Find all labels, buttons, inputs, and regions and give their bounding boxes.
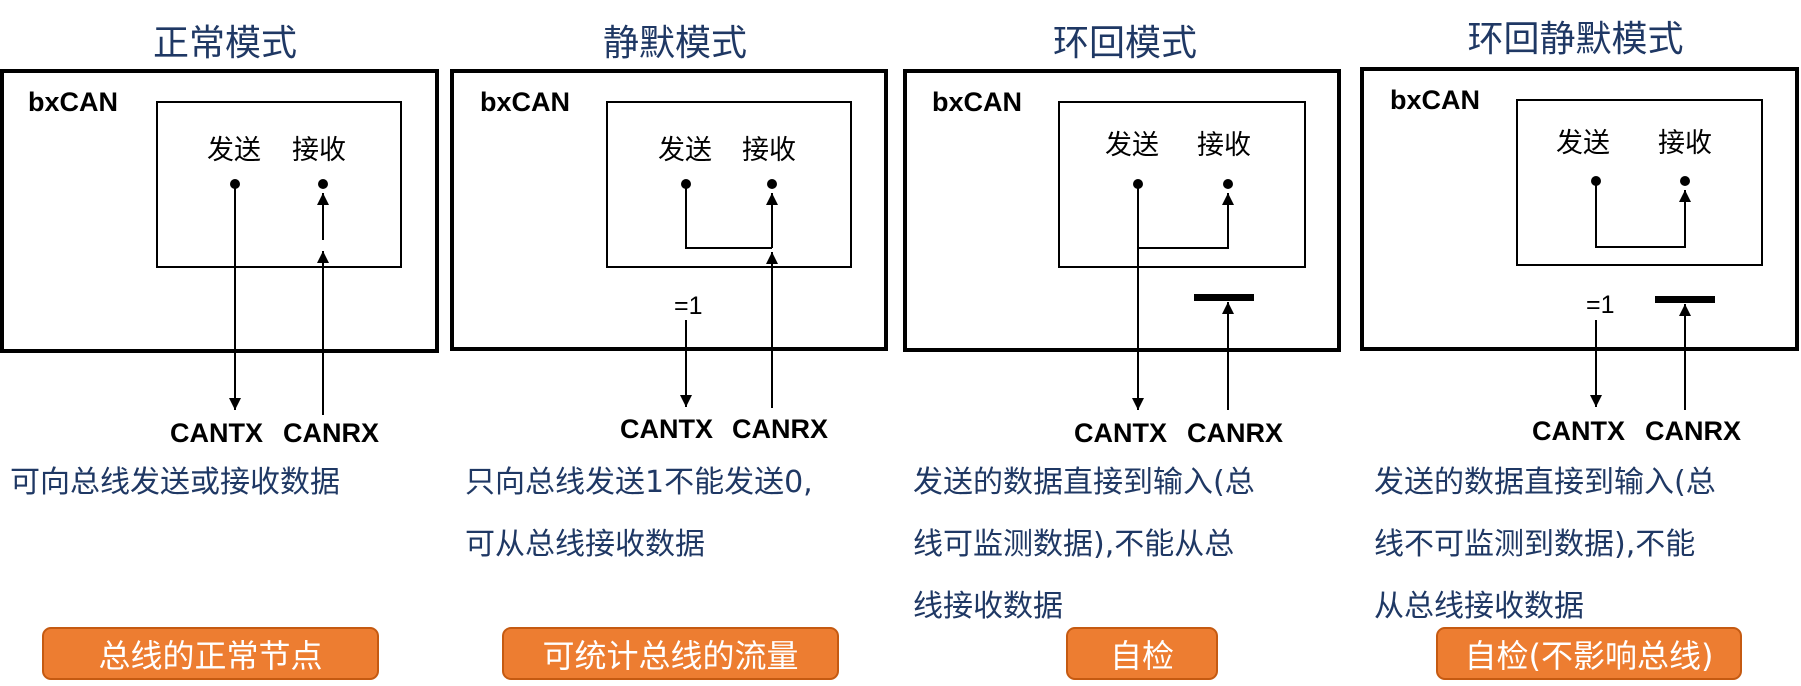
mode-tag: 可统计总线的流量 [502,627,839,680]
cantx-pin-label: CANTX [1074,418,1167,448]
mode-panel-loopback-silent: 环回静默模式 bxCAN 发送 接收 =1 CANTX CANRX 发送的数据直… [1350,0,1801,686]
bxcan-label: bxCAN [28,87,118,117]
rx-label: 接收 [292,135,346,166]
desc-line: 可从总线接收数据 [465,527,705,562]
rx-label: 接收 [742,135,796,166]
desc-line: 线不可监测到数据),不能 [1374,527,1696,562]
tx-label: 发送 [207,135,261,166]
rx-label: 接收 [1658,128,1712,159]
bxcan-diagram-loopback-silent: bxCAN 发送 接收 =1 CANTX CANRX [1360,67,1799,446]
rx-node [1223,179,1233,189]
cantx-pin-label: CANTX [170,418,263,448]
mode-panel-silent: 静默模式 bxCAN 发送 接收 =1 CANTX CANRX 只向总线发送1不… [450,0,900,686]
internal-loopback-line [685,184,772,249]
mode-description: 只向总线发送1不能发送0, 可从总线接收数据 [465,452,813,576]
forced-recessive-label: =1 [674,292,703,320]
rx-node [767,179,777,189]
rx-block-bar [1655,296,1715,303]
mode-tag: 总线的正常节点 [42,627,379,680]
bxcan-outer-box [0,69,439,353]
desc-line: 线可监测数据),不能从总 [913,527,1235,562]
mode-title: 正常模式 [152,23,297,64]
canrx-pin-label: CANRX [1187,418,1283,448]
cantx-pin-label: CANTX [620,414,713,444]
mode-description: 发送的数据直接到输入(总 线可监测数据),不能从总 线接收数据 [913,452,1255,638]
mode-description: 可向总线发送或接收数据 [10,452,340,514]
mode-description: 发送的数据直接到输入(总 线不可监测到数据),不能 从总线接收数据 [1374,452,1716,638]
bxcan-diagram-normal: bxCAN 发送 接收 CANTX CANRX [0,69,439,448]
mode-tag: 自检(不影响总线) [1436,627,1742,680]
desc-line: 发送的数据直接到输入(总 [1374,465,1716,500]
desc-line: 只向总线发送1不能发送0, [465,465,813,500]
tx-label: 发送 [1556,128,1610,159]
internal-loopback-line [1138,228,1229,249]
desc-line: 发送的数据直接到输入(总 [913,465,1255,500]
rx-node [1680,176,1690,186]
bxcan-outer-box [903,69,1341,352]
desc-line: 从总线接收数据 [1374,589,1584,624]
bxcan-diagram-silent: bxCAN 发送 接收 =1 CANTX CANRX [450,69,888,444]
bxcan-outer-box [450,69,888,351]
mode-title: 环回静默模式 [1467,19,1684,60]
tx-label: 发送 [1105,130,1159,161]
rx-block-bar [1194,294,1254,301]
forced-recessive-label: =1 [1586,291,1615,319]
bxcan-outer-box [1360,67,1799,351]
internal-loopback-line [1595,181,1686,248]
bxcan-label: bxCAN [1390,85,1480,115]
mode-panel-normal: 正常模式 bxCAN 发送 接收 CANTX CANRX 可向总线发送或接收数据… [0,0,450,686]
desc-line: 可向总线发送或接收数据 [10,465,340,500]
mode-panel-loopback: 环回模式 bxCAN 发送 接收 CANTX CANRX 发送的数据直接到输入(… [900,0,1350,686]
mode-tag: 自检 [1066,627,1218,680]
controller-inner-box [1516,99,1763,266]
rx-node [318,179,328,189]
desc-line: 线接收数据 [913,589,1063,624]
canrx-pin-label: CANRX [283,418,379,448]
bxcan-label: bxCAN [932,87,1022,117]
controller-inner-box [1058,101,1306,268]
controller-inner-box [606,101,852,268]
mode-title: 环回模式 [1052,23,1197,64]
mode-title: 静默模式 [602,23,747,64]
canrx-pin-label: CANRX [732,414,828,444]
tx-label: 发送 [658,135,712,166]
rx-label: 接收 [1197,130,1251,161]
controller-inner-box [156,101,402,268]
cantx-pin-label: CANTX [1532,416,1625,446]
bxcan-label: bxCAN [480,87,570,117]
canrx-pin-label: CANRX [1645,416,1741,446]
bxcan-diagram-loopback: bxCAN 发送 接收 CANTX CANRX [903,69,1341,448]
